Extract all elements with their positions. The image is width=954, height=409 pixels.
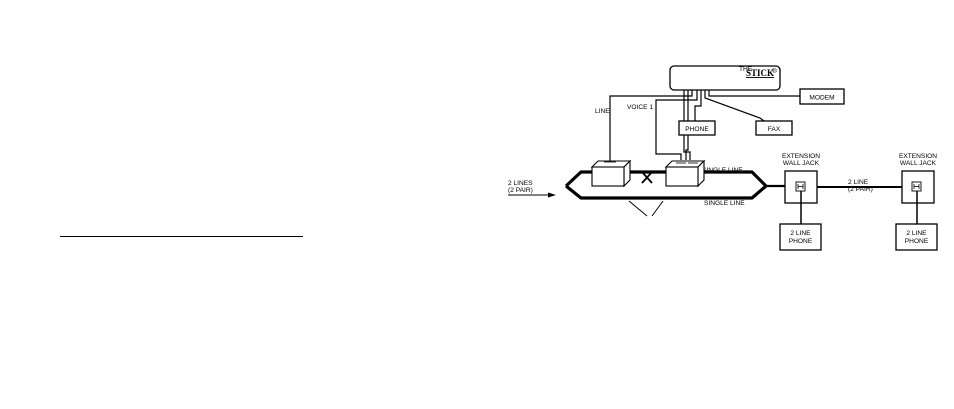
single-line-bottom-label: SINGLE LINE <box>704 200 745 207</box>
modem-label: MODEM <box>809 95 834 102</box>
between-jacks-label-line2: (2 PAIR) <box>848 186 873 193</box>
signature-line <box>60 236 303 237</box>
phone-1-label-line2: PHONE <box>789 238 813 245</box>
stick-registered-mark: ® <box>772 67 777 75</box>
wall-jack-1-label-line1: EXTENSION <box>782 153 820 160</box>
stick-logo: STICK <box>746 68 774 78</box>
main-cable <box>508 170 902 200</box>
wall-jack-2-label-line2: WALL JACK <box>900 160 937 167</box>
line-cord-label: LINE <box>595 108 610 115</box>
right-splitter <box>664 159 706 188</box>
fax-box: FAX <box>755 120 793 136</box>
left-splitter <box>590 159 632 188</box>
voice1-cord-label: VOICE 1 <box>627 104 653 111</box>
fax-label: FAX <box>768 126 781 133</box>
wall-jack-1-label-line2: WALL JACK <box>783 160 820 167</box>
between-jacks-label-line1: 2 LINE <box>848 179 869 186</box>
incoming-label-line2: (2 PAIR) <box>508 187 533 194</box>
pointer-lines <box>628 200 664 217</box>
wall-jack-1 <box>784 170 818 224</box>
stick-prefix: THE <box>739 66 753 73</box>
phone-label: PHONE <box>685 126 709 133</box>
wall-jack-2 <box>901 170 935 224</box>
single-line-top-label: SINGLE LINE <box>702 167 743 174</box>
phone-box: PHONE <box>678 120 716 136</box>
modem-box: MODEM <box>799 88 845 105</box>
phone-2-label-line2: PHONE <box>905 238 929 245</box>
phone-1-label-line1: 2 LINE <box>790 230 811 237</box>
phone-2-label-line1: 2 LINE <box>906 230 927 237</box>
stick-device: THE STICK ® <box>669 65 781 91</box>
wall-jack-2-label-line1: EXTENSION <box>899 153 937 160</box>
two-line-phone-1: 2 LINE PHONE <box>779 223 822 251</box>
two-line-phone-2: 2 LINE PHONE <box>895 223 938 251</box>
device-cords <box>609 90 800 164</box>
incoming-label-line1: 2 LINES <box>508 180 533 187</box>
x-mark <box>641 171 653 184</box>
